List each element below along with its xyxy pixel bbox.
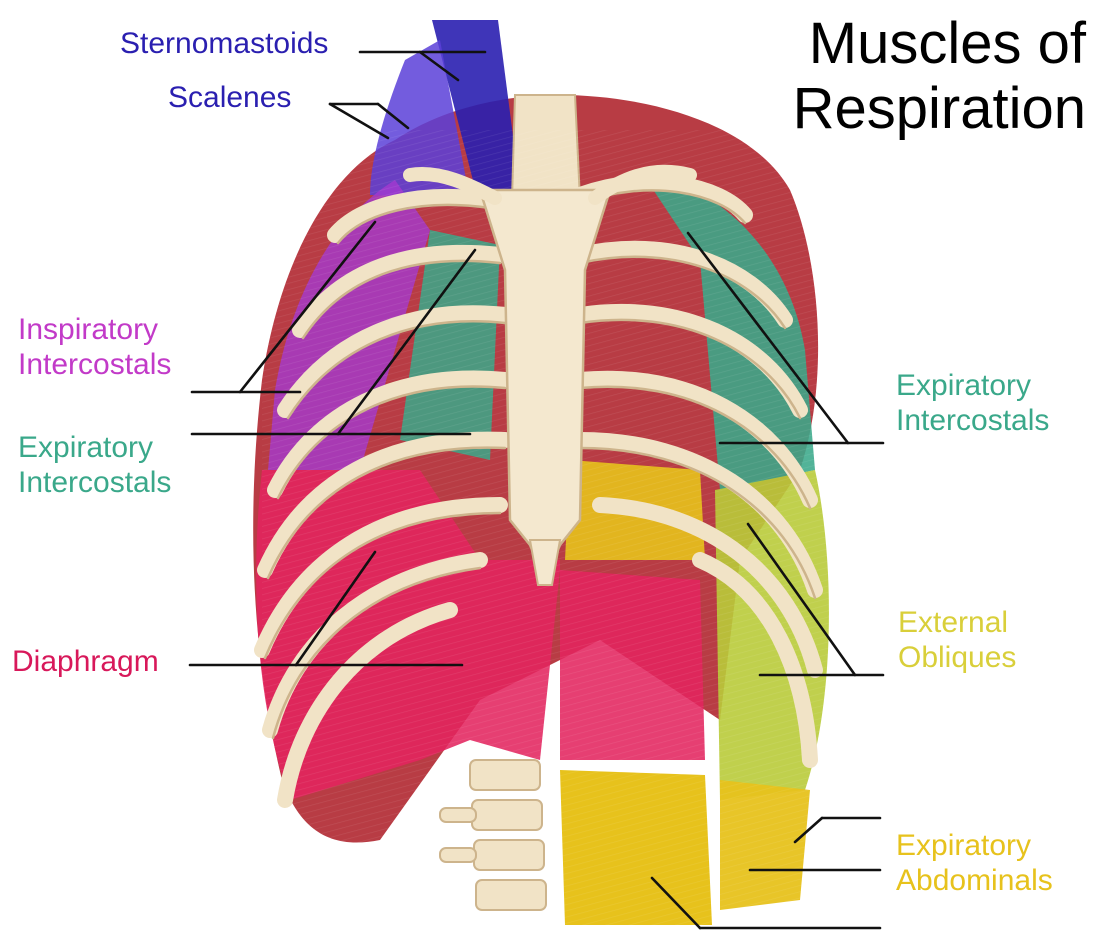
label-expiratory-abdominals: Expiratory Abdominals [896,828,1053,899]
diagram-title: Muscles of Respiration [793,12,1086,142]
label-obliques-line2: Obliques [898,640,1016,675]
label-external-obliques: External Obliques [898,605,1016,676]
label-diaphragm: Diaphragm [12,644,159,679]
label-inspiratory-line2: Intercostals [18,347,171,382]
label-exp-left-line2: Intercostals [18,465,171,500]
label-sternomastoids: Sternomastoids [120,26,328,61]
label-expiratory-intercostals-right: Expiratory Intercostals [896,368,1049,439]
label-expiratory-intercostals-left: Expiratory Intercostals [18,430,171,501]
label-abdominals-line1: Expiratory [896,828,1053,863]
label-inspiratory-intercostals: Inspiratory Intercostals [18,312,171,383]
label-exp-right-line1: Expiratory [896,368,1049,403]
title-line-2: Respiration [793,77,1086,142]
label-abdominals-line2: Abdominals [896,863,1053,898]
label-inspiratory-line1: Inspiratory [18,312,171,347]
label-scalenes: Scalenes [168,80,291,115]
label-obliques-line1: External [898,605,1016,640]
title-line-1: Muscles of [793,12,1086,77]
label-exp-right-line2: Intercostals [896,403,1049,438]
label-exp-left-line1: Expiratory [18,430,171,465]
